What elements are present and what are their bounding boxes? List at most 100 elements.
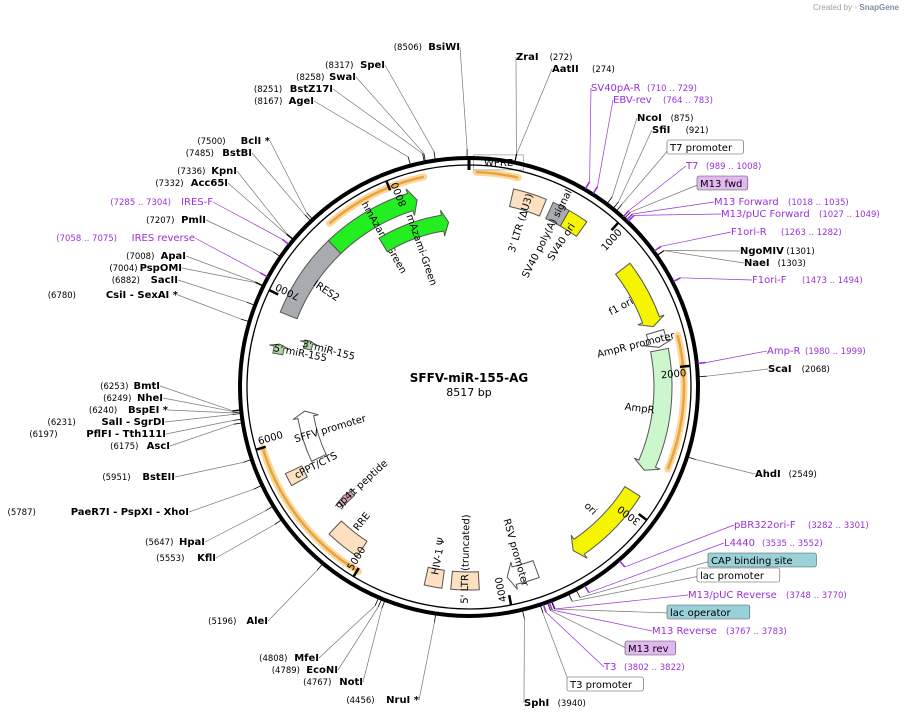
site-sacii[interactable]: SacII(6882) bbox=[112, 275, 255, 306]
tick-mark bbox=[637, 513, 648, 522]
site-lac-promoter[interactable]: lac promoter bbox=[568, 567, 781, 602]
site-econi[interactable]: EcoNI(4789) bbox=[272, 599, 382, 676]
site-cap-binding-site[interactable]: CAP binding site bbox=[576, 552, 817, 598]
site-name: F1ori-F bbox=[752, 275, 787, 286]
site-lac-operator[interactable]: lac operator bbox=[551, 601, 751, 620]
site-t7-promoter[interactable]: T7 promoter bbox=[616, 139, 744, 211]
plasmid-length: 8517 bp bbox=[446, 386, 491, 399]
feature-rsv-promoter[interactable]: RSV promoter bbox=[501, 518, 540, 590]
site-position: (7004) bbox=[109, 264, 137, 274]
site-naei[interactable]: NaeI(1303) bbox=[657, 250, 806, 269]
site-ngomiv[interactable]: NgoMIV(1301) bbox=[657, 246, 815, 257]
site-m13-rev[interactable]: M13 rev bbox=[547, 602, 677, 656]
site-kfli[interactable]: KflI(5553) bbox=[156, 519, 282, 564]
site-pspomi[interactable]: PspOMI(7004) bbox=[109, 263, 263, 287]
site-paer7i-pspxi-xhoi[interactable]: PaeR7I - PspXI - XhoI(5787) bbox=[8, 485, 262, 518]
site-t7[interactable]: T7(989 .. 1008) bbox=[622, 161, 761, 218]
feature-ires2[interactable]: IRES2 bbox=[279, 239, 342, 320]
site-swai[interactable]: SwaI(8258) bbox=[296, 72, 426, 162]
site-tick bbox=[542, 604, 547, 613]
site-name: AgeI bbox=[289, 96, 314, 107]
feature-mazami-green[interactable]: mAzami-Green bbox=[378, 210, 450, 287]
site-leader-line bbox=[705, 350, 768, 363]
feature-5-ltr-truncated[interactable]: 5' LTR (truncated) bbox=[450, 514, 480, 604]
tick-label: 1000 bbox=[600, 227, 625, 253]
site-name: ScaI bbox=[768, 364, 792, 375]
feature-gp41-peptide[interactable]: gp41 peptide bbox=[333, 458, 390, 511]
site-sv40pa-r[interactable]: SV40pA-R(710 .. 729) bbox=[584, 83, 697, 190]
site-pmli[interactable]: PmlI(7207) bbox=[146, 215, 280, 257]
site-acc65i[interactable]: Acc65I(7332) bbox=[155, 178, 293, 240]
site-mfei[interactable]: MfeI(4808) bbox=[259, 598, 379, 664]
site-t3-promoter[interactable]: T3 promoter bbox=[540, 605, 644, 692]
site-f1ori-f[interactable]: F1ori-F(1473 .. 1494) bbox=[673, 275, 863, 286]
site-leader-line bbox=[236, 170, 288, 235]
site-pbr322ori-f[interactable]: pBR322ori-F(3282 .. 3301) bbox=[618, 520, 869, 568]
site-position: (2068) bbox=[802, 365, 830, 375]
site-l4440[interactable]: L4440(3535 .. 3552) bbox=[584, 538, 823, 594]
site-csii-sexai[interactable]: CsiI - SexAI *(6780) bbox=[48, 290, 249, 322]
site-leader-line bbox=[680, 277, 753, 281]
site-sfii[interactable]: SfiI(921) bbox=[613, 125, 709, 209]
site-position: (8258) bbox=[296, 73, 324, 83]
site-ahdi[interactable]: AhdI(2549) bbox=[687, 456, 817, 480]
site-nhei[interactable]: NheI(6249) bbox=[103, 393, 241, 412]
site-kpni[interactable]: KpnI(7336) bbox=[177, 166, 294, 240]
site-agei[interactable]: AgeI(8167) bbox=[254, 96, 411, 165]
site-tick bbox=[423, 153, 426, 162]
site-amp-r[interactable]: Amp-R(1980 .. 1999) bbox=[697, 346, 866, 365]
site-bstbi[interactable]: BstBI(7485) bbox=[186, 148, 311, 221]
site-m13-reverse[interactable]: M13 Reverse(3767 .. 3783) bbox=[548, 602, 787, 638]
site-ires-reverse[interactable]: IRES reverse(7058 .. 7075) bbox=[56, 233, 268, 278]
site-m13-fwd[interactable]: M13 fwd bbox=[624, 175, 749, 219]
feature-orange-overlay[interactable] bbox=[326, 173, 428, 227]
site-bsiwi[interactable]: BsiWI(8506) bbox=[394, 42, 468, 157]
site-noti[interactable]: NotI(4767) bbox=[303, 600, 386, 688]
site-aatii[interactable]: AatII(274) bbox=[514, 64, 615, 162]
site-bsteii[interactable]: BstEII(5951) bbox=[102, 459, 251, 483]
site-ebv-rev[interactable]: EBV-rev(764 .. 783) bbox=[592, 95, 713, 194]
site-asci[interactable]: AscI(6175) bbox=[110, 422, 242, 452]
site-leader-line bbox=[177, 294, 242, 320]
site-t3[interactable]: T3(3802 .. 3822) bbox=[542, 604, 685, 673]
site-name: BmtI bbox=[133, 381, 160, 392]
site-name: NruI * bbox=[386, 695, 420, 706]
site-leader-line bbox=[660, 231, 732, 247]
site-apai[interactable]: ApaI(7008) bbox=[126, 251, 263, 286]
site-ncoi[interactable]: NcoI(875) bbox=[607, 113, 693, 204]
site-leader-line bbox=[597, 99, 614, 187]
site-alei[interactable]: AleI(5196) bbox=[208, 563, 323, 627]
site-name: KflI bbox=[197, 553, 216, 564]
site-name: SphI bbox=[524, 698, 549, 709]
site-name: BspEI * bbox=[128, 405, 169, 416]
site-pflfi-tth111i[interactable]: PflFI - Tth111I(6197) bbox=[29, 418, 242, 440]
feature-f1-ori[interactable]: f1 ori bbox=[607, 262, 665, 328]
site-bcli[interactable]: BclI *(7500) bbox=[197, 136, 313, 220]
site-m13-forward[interactable]: M13 Forward(1018 .. 1035) bbox=[626, 197, 849, 221]
site-f1ori-r[interactable]: F1ori-R(1263 .. 1282) bbox=[654, 227, 842, 252]
feature-orange-overlay[interactable] bbox=[259, 444, 362, 575]
site-scai[interactable]: ScaI (2068) bbox=[698, 364, 830, 377]
site-sphi[interactable]: SphI(3940) bbox=[522, 610, 586, 709]
feature-ampr[interactable]: AmpR bbox=[624, 347, 673, 471]
site-name: T3 promoter bbox=[569, 680, 633, 691]
site-leader-line bbox=[185, 255, 256, 283]
site-bmti[interactable]: BmtI(6253) bbox=[100, 381, 241, 411]
site-bstz17i[interactable]: BstZ17I(8251) bbox=[254, 84, 425, 162]
site-ires-f[interactable]: IRES-F(7285 .. 7304) bbox=[110, 197, 290, 245]
feature-hiv-1[interactable]: HIV-1 Ψ bbox=[423, 537, 448, 589]
site-sali-sgrdi[interactable]: SalI - SgrDI(6231) bbox=[48, 413, 241, 429]
site-spei[interactable]: SpeI(8317) bbox=[325, 60, 436, 160]
site-hpai[interactable]: HpaI(5647) bbox=[145, 506, 273, 549]
feature-ori[interactable]: ori bbox=[570, 485, 641, 559]
site-nrui[interactable]: NruI *(4456) bbox=[346, 614, 436, 706]
site-position: (8251) bbox=[254, 85, 282, 95]
site-position: (3535 .. 3552) bbox=[762, 539, 823, 549]
site-tick bbox=[622, 210, 630, 218]
site-position: (8506) bbox=[394, 43, 422, 53]
feature-orange-overlay[interactable] bbox=[664, 331, 688, 473]
site-bspei[interactable]: BspEI *(6240) bbox=[89, 405, 241, 416]
site-tick bbox=[232, 413, 241, 415]
site-m13-puc-forward[interactable]: M13/pUC Forward(1027 .. 1049) bbox=[627, 209, 880, 222]
